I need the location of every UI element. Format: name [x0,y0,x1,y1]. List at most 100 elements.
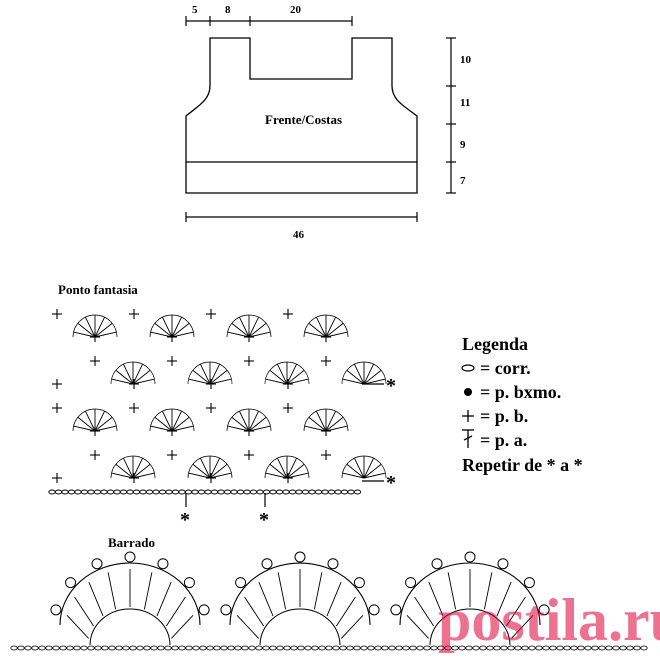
border-chain-stitch [486,645,494,651]
picot-loop [327,558,339,570]
border-chain-stitch [248,645,256,651]
chain-stitch [308,489,316,495]
fan-stitch [150,331,173,338]
fan-stitch [132,378,155,385]
border-chain-stitch [465,645,473,651]
picot-loop [523,577,535,589]
border-chain-stitch [584,645,592,651]
chain-stitch [282,489,290,495]
picot-loop [124,551,136,563]
fan-stitch [248,410,259,432]
chain-stitch [48,489,56,495]
fan-stitch [354,363,365,385]
fan-stitch [209,463,228,479]
scallop-outer [59,562,201,626]
fan-stitch [209,472,232,479]
chain-stitch [165,489,173,495]
chain-stitch [301,489,310,495]
picot-loop [294,551,306,563]
border-chain-stitch [192,645,200,651]
picot-loop [464,551,476,563]
fan-stitch [248,322,267,338]
border-chain-stitch [304,645,312,651]
fan-stitch [73,331,96,338]
border-chain-stitch [185,645,193,651]
fan-stitch [286,378,309,385]
border-chain-stitch [528,645,536,651]
border-chain-stitch [45,645,53,651]
fan-stitch [209,378,232,385]
stitch-chart-title: Ponto fantasia [58,282,138,297]
chain-stitch [61,489,69,495]
border-chain-stitch [612,645,620,651]
side-dim-10: 10 [460,54,472,66]
fan-stitch [248,331,271,338]
border-chain-stitch [626,645,634,651]
border-chain-stitch [325,645,333,651]
chain-stitch [288,489,297,495]
border-stitch [258,581,274,617]
picot-loop [431,558,443,570]
fan-stitch [154,322,173,338]
chain-stitch [158,489,167,495]
stitch-chart: Ponto fantasia * * * * [48,282,396,531]
fan-stitch [286,363,297,385]
scallop-outer [229,562,371,626]
fan-stitch [171,410,182,432]
fan-stitch [239,410,250,432]
border-chain-stitch [31,645,39,651]
picot-loop [157,558,169,570]
border-chain-stitch [339,645,347,651]
fan-stitch [269,463,288,479]
fan-stitch [286,457,297,479]
border-stitch [496,581,512,617]
border-chain-stitch [402,645,410,651]
border-chain-stitch [38,645,46,651]
legend: Legenda = corr. = p. bxmo. = p. b. = p. … [461,334,583,475]
border-chain-stitch [598,645,606,651]
border-chain-stitch [500,645,508,651]
fan-stitch [150,425,173,432]
fan-stitch [123,363,134,385]
fan-stitch [316,316,327,338]
border-chain-stitch [220,645,228,651]
fan-stitch [85,316,96,338]
repeat-mark-right-bottom: * [386,472,396,494]
picot-loop [235,577,247,589]
border-stitch [428,581,444,617]
fan-stitch [77,416,96,432]
fan-stitch [269,369,288,385]
border-chain-stitch [199,645,207,651]
border-chain-stitch [514,645,522,651]
border-chain-stitch [633,645,641,651]
border-chain-stitch [164,645,172,651]
fan-stitch [265,472,288,479]
fan-stitch [325,331,348,338]
scallop-inner [259,608,341,646]
fan-stitch [94,425,117,432]
fan-stitch [286,369,305,385]
border-chain-stitch [290,645,298,651]
border-chain-stitch [80,645,88,651]
chain-stitch [230,489,238,495]
border-chain-stitch [122,645,130,651]
border-chain-stitch [353,645,361,651]
fan-arc [187,455,233,479]
border-chain-stitch [472,645,480,651]
chain-stitch [113,489,121,495]
chain-stitch [54,489,63,495]
border-chain-stitch [101,645,109,651]
chain-stitch [340,489,349,495]
border-stitch [156,581,172,617]
chain-stitch [210,489,219,495]
chain-stitch [93,489,102,495]
scallop-inner [89,608,171,646]
fan-stitch [132,369,151,385]
fan-stitch [346,463,365,479]
border-chain-stitch [577,645,585,651]
legend-repeat-note: Repetir de * a * [462,455,583,475]
fan-stitch [316,410,327,432]
border-chain-stitch [108,645,116,651]
border-chain-stitch [409,645,417,651]
